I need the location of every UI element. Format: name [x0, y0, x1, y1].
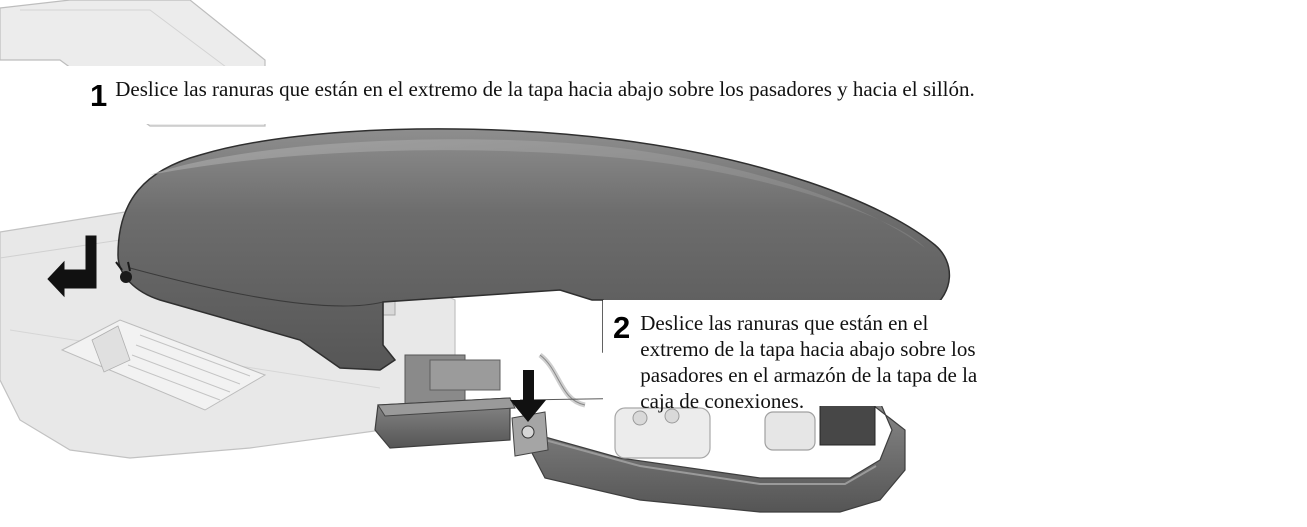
- step-1-arrow-icon: [47, 235, 97, 298]
- step-2-callout: 2 Deslice las ranuras que están en el ex…: [603, 300, 1003, 413]
- step-2-instruction: Deslice las ranuras que están en el extr…: [640, 311, 978, 413]
- left-pin: [115, 261, 132, 283]
- warning-label: [60, 319, 267, 411]
- junction-box-frame: [374, 394, 906, 513]
- junction-box-components: [614, 404, 876, 459]
- step-2-arrow-icon: [510, 370, 546, 422]
- step-1-callout: 1 Deslice las ranuras que están en el ex…: [50, 66, 1307, 124]
- step-2-number: 2: [613, 310, 631, 345]
- step-1-number: 1: [90, 78, 108, 113]
- step-1-instruction: Deslice las ranuras que están en el extr…: [115, 77, 975, 101]
